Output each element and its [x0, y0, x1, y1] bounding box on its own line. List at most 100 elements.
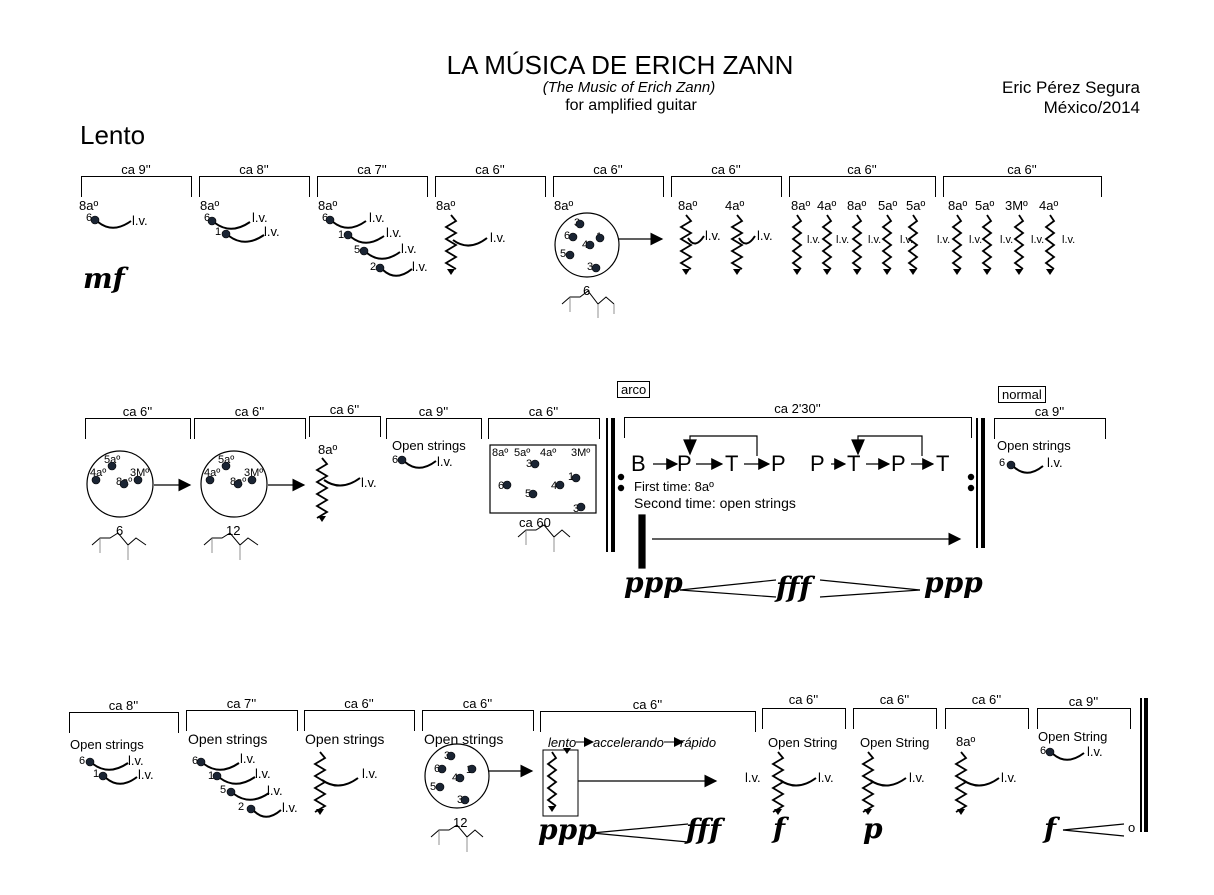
string-number: 6 [564, 230, 571, 242]
arrow-head [563, 748, 571, 754]
tremolo-zigzag [315, 457, 329, 519]
note-dot [571, 473, 581, 483]
duration-bracket [488, 418, 600, 439]
string-number: 6 [322, 212, 329, 224]
harmonic-label: 4aº [204, 467, 221, 479]
duration-label: ca 6'' [847, 162, 877, 177]
harmonic-label: 4aº [725, 198, 745, 213]
piece-title: LA MÚSICA DE ERICH ZANN [446, 50, 794, 80]
arrow-head [316, 809, 324, 815]
harmonic-label: 5aº [878, 198, 898, 213]
chord-circle [554, 212, 620, 278]
let-vibrate: l.v. [490, 230, 506, 245]
piece-subtitle: (The Music of Erich Zann) [542, 79, 716, 96]
note-dot [205, 475, 215, 485]
tremolo-zigzag [951, 214, 963, 270]
note-dot [576, 502, 586, 512]
duration-bracket [553, 176, 664, 197]
harmonic-label: 3Mº [244, 467, 264, 479]
let-vibrate-curve [321, 777, 359, 787]
duration-bracket [943, 176, 1102, 197]
open-string-label: Open String [1038, 729, 1108, 744]
string-number: 6 [192, 755, 199, 767]
tremolo-zigzag [881, 214, 893, 270]
chord-circle [424, 743, 490, 809]
note-dot [585, 240, 595, 250]
open-string-label: Open String [860, 735, 930, 750]
duration-label: ca 6'' [879, 692, 910, 707]
sequence-letter: T [847, 451, 861, 476]
note-dot [455, 773, 465, 783]
arrow-head [733, 269, 741, 275]
dynamic-mark: ppp [924, 566, 983, 599]
note-dot [196, 757, 206, 767]
sequence-letter: B [631, 451, 646, 476]
let-vibrate: l.v. [818, 770, 834, 785]
duration-label: ca 6'' [462, 696, 493, 711]
note-dot [119, 479, 129, 489]
let-vibrate: l.v. [1000, 234, 1014, 246]
string-number: 1 [208, 770, 215, 782]
harmonic-label: 8aº [948, 198, 968, 213]
let-vibrate: l.v. [900, 234, 914, 246]
arrow-head [318, 516, 326, 522]
duration-bracket [309, 416, 381, 437]
note-dot [133, 475, 143, 485]
duration-label: ca 9'' [1034, 404, 1065, 419]
let-vibrate-curve [214, 221, 251, 230]
duration-label: ca 6'' [344, 696, 374, 711]
duration-bracket [317, 176, 428, 197]
string-number: 6 [86, 212, 93, 224]
second-time-note: Second time: open strings [634, 495, 796, 511]
harmonic-label: 8aº [791, 198, 811, 213]
string-number: 6 [79, 755, 86, 767]
string-number: 5 [354, 244, 361, 256]
duration-bracket [386, 418, 482, 439]
harmonic-label: 4aº [817, 198, 837, 213]
harmonic-label: 4aº [540, 447, 557, 459]
note-dot [226, 787, 236, 797]
harmonic-label: 8aº [956, 734, 976, 749]
duration-label: ca 6'' [122, 404, 153, 419]
duration-label: ca 6'' [475, 162, 505, 177]
duration-label: ca 8'' [108, 698, 139, 713]
duration-label: ca 7'' [357, 162, 387, 177]
let-vibrate-curve [962, 777, 1000, 787]
note-dot [247, 475, 257, 485]
harmonic-label: 5aº [218, 454, 235, 466]
open-strings-label: Open strings [424, 731, 504, 747]
note-dot [1006, 460, 1016, 470]
let-vibrate-curve [323, 477, 361, 487]
harmonic-label: 4aº [90, 467, 107, 479]
duration-bracket [1037, 708, 1131, 729]
dynamic-mark: ppp [624, 566, 683, 599]
harmonic-label: 5aº [906, 198, 926, 213]
let-vibrate: l.v. [282, 800, 298, 815]
let-vibrate: l.v. [369, 210, 385, 225]
chord-circle [86, 450, 154, 518]
harmonic-label: 5aº [975, 198, 995, 213]
arrow-head [682, 269, 690, 275]
duration-bracket [762, 708, 846, 729]
duration-label: ca 6'' [528, 404, 559, 419]
tempo-change-accelerando: accelerando [593, 735, 664, 750]
tempo-change-rapido: rápido [680, 735, 717, 750]
let-vibrate-curve [105, 776, 138, 785]
tremolo-zigzag [1044, 214, 1056, 270]
open-strings-label: Open strings [305, 731, 385, 747]
string-number: 5 [560, 248, 567, 260]
duration-bracket [671, 176, 782, 197]
sequence-letter: P [810, 451, 825, 476]
let-vibrate: l.v. [240, 751, 256, 766]
let-vibrate: l.v. [757, 228, 773, 243]
duration-bracket [540, 711, 756, 732]
note-dot [446, 751, 456, 761]
note-dot [107, 461, 117, 471]
note-dot [502, 480, 512, 490]
sequence-letter: T [725, 451, 739, 476]
arrow-head [853, 269, 861, 275]
tremolo-zigzag [1013, 214, 1025, 270]
duration-label: ca 6'' [329, 402, 360, 417]
harmonic-label: 5aº [104, 454, 121, 466]
duration-bracket [945, 708, 1029, 729]
